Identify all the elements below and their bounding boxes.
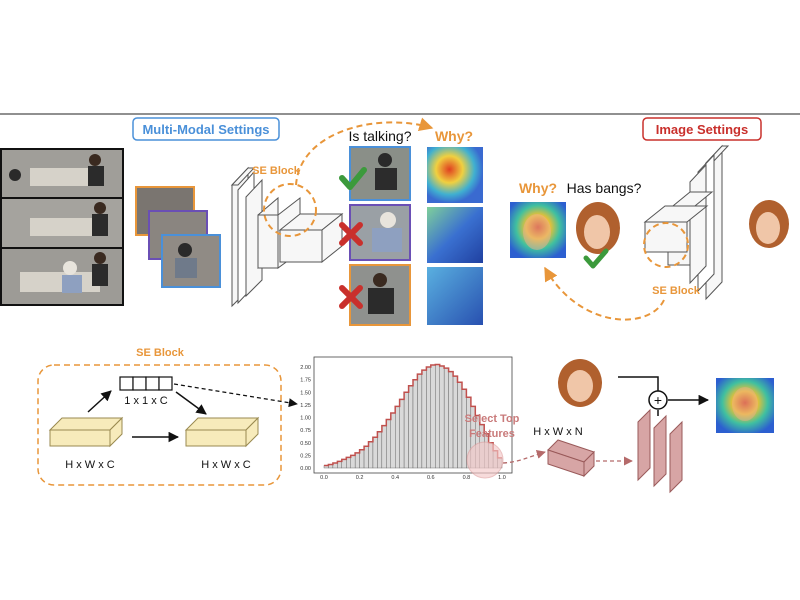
histogram-bar <box>439 365 445 469</box>
histogram-bar <box>461 389 467 469</box>
y-tick-label: 1.75 <box>300 378 311 384</box>
candidate-frames <box>349 146 411 326</box>
histogram-bar <box>452 375 458 469</box>
histogram-bar <box>457 381 463 469</box>
x-tick-label: 0.0 <box>320 475 328 481</box>
y-tick-label: 2.00 <box>300 365 311 371</box>
face-heatmap <box>510 202 566 258</box>
to-feature-arrow <box>502 449 546 464</box>
select-top-label-1: Select Top <box>465 413 520 425</box>
image-settings-question: Has bangs? <box>567 180 642 196</box>
se-block-box <box>37 364 282 486</box>
histogram-bar <box>399 399 405 469</box>
histogram-bar <box>426 366 432 469</box>
image-se-ring <box>643 222 689 268</box>
face-image <box>572 202 624 260</box>
input-dim-label: H x W x C <box>65 459 115 471</box>
histogram-bar <box>435 364 440 469</box>
image-why-arrow <box>544 266 665 321</box>
y-tick-label: 0.50 <box>300 441 311 447</box>
multimodal-title: Multi-Modal Settings <box>142 122 269 137</box>
image-settings-why: Why? <box>519 180 557 196</box>
histogram-chart: 0.0 0.2 0.4 0.6 0.8 1.0 0.00 0.25 0.50 0.75 1.00 1… <box>300 356 513 481</box>
input-tensor <box>48 416 124 448</box>
y-tick-label: 0.00 <box>300 466 311 472</box>
result-heatmap <box>716 378 774 433</box>
histogram-bar <box>386 419 391 469</box>
multimodal-title-box <box>132 117 280 141</box>
y-tick-label: 1.25 <box>300 403 311 409</box>
histogram-bar <box>448 371 454 469</box>
y-tick-label: 1.00 <box>300 416 311 422</box>
add-operator <box>648 390 668 410</box>
face-to-plus-line <box>618 376 659 392</box>
squeeze-vector <box>119 376 173 391</box>
y-tick-label: 0.25 <box>300 453 311 459</box>
histogram-bar <box>395 406 400 469</box>
y-tick-label: 1.50 <box>300 390 311 396</box>
feature-maps <box>637 408 683 494</box>
feature-tensor <box>547 439 595 478</box>
multimodal-network <box>230 166 344 308</box>
multimodal-question: Is talking? <box>348 128 411 144</box>
output-dim-label: H x W x C <box>201 459 251 471</box>
multimodal-se-ring <box>263 183 317 237</box>
histogram-bar <box>443 367 449 469</box>
excite-arrow <box>175 391 207 415</box>
cross-icon <box>339 285 363 309</box>
image-settings-title: Image Settings <box>656 122 748 137</box>
input-face-image <box>745 200 793 254</box>
heatmap-2 <box>427 207 483 263</box>
histogram-curve <box>324 363 502 467</box>
image-settings-title-box <box>642 117 762 141</box>
select-top-label-2: Features <box>469 428 515 440</box>
histogram-bar <box>408 385 414 469</box>
heatmap-3 <box>427 267 483 325</box>
image-se-label: SE Block <box>652 285 701 297</box>
multimodal-why: Why? <box>435 128 473 144</box>
x-tick-label: 0.2 <box>356 475 364 481</box>
histogram-bar <box>417 373 423 469</box>
histogram-bar <box>403 392 409 469</box>
check-icon <box>583 248 609 269</box>
check-icon <box>339 167 367 190</box>
heatmap-1 <box>427 147 483 203</box>
plus-sign: + <box>654 392 662 408</box>
to-histogram-arrow <box>173 383 298 408</box>
top-features-highlight <box>466 441 504 479</box>
histogram-bar <box>412 379 418 469</box>
face-image-bottom <box>552 358 610 410</box>
image-network <box>643 144 730 301</box>
output-tensor <box>184 416 260 448</box>
histogram-bar <box>421 369 427 469</box>
x-tick-label: 0.8 <box>463 475 471 481</box>
x-tick-label: 1.0 <box>498 475 506 481</box>
squeeze-arrow <box>87 390 112 413</box>
histogram-bar <box>430 364 436 469</box>
squeeze-dim-label: 1 x 1 x C <box>124 395 167 407</box>
x-tick-label: 0.6 <box>427 475 435 481</box>
x-tick-label: 0.4 <box>391 475 399 481</box>
crop-stack <box>135 186 221 288</box>
multimodal-se-label: SE Block <box>252 165 301 177</box>
histogram-bar <box>390 412 396 469</box>
cross-icon <box>339 222 363 246</box>
video-frames <box>0 148 124 306</box>
y-tick-label: 0.75 <box>300 428 311 434</box>
feature-dim-label: H x W x N <box>533 426 583 438</box>
se-block-title: SE Block <box>136 347 185 359</box>
